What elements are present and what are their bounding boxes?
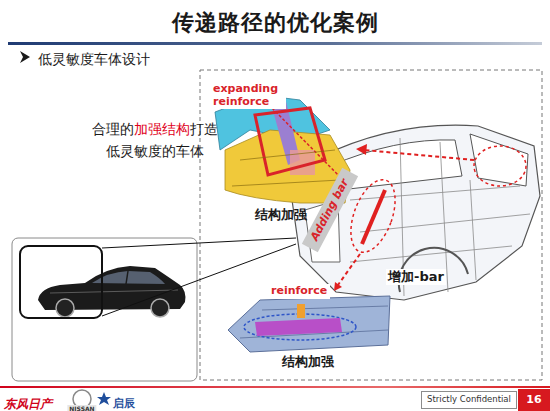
frame-members [350, 138, 530, 296]
arrow-head [356, 144, 367, 155]
label-holder: 东风日产 [4, 393, 52, 411]
reinforce-outline [255, 108, 325, 175]
reinforce-plate [255, 318, 342, 336]
reinforce-line [272, 108, 348, 185]
added-bar [362, 190, 385, 244]
page-number: 16 [526, 394, 541, 407]
label-holder: 低灵敏度的车体 [106, 141, 204, 160]
part-tag: expanding reinforce [210, 82, 286, 109]
floor-part [228, 296, 390, 352]
label-holder: 增加-bar [386, 266, 446, 285]
frame-rear-window [470, 134, 528, 186]
confidential-text: Strictly Confidential [427, 395, 511, 405]
car-wheel [56, 299, 74, 317]
car-highlight [50, 290, 178, 293]
car-wheel [151, 299, 169, 317]
sentence-text: 低灵敏度的车体 [106, 143, 204, 160]
zoom-square [20, 246, 102, 318]
brand-logo-text: NISSAN [67, 405, 96, 411]
title-holder: 传递路径的优化案例 [0, 8, 550, 38]
panel-heading: 结构加强 [282, 355, 334, 370]
brand-name: 启辰 [113, 397, 135, 410]
panel-edge [232, 150, 340, 186]
floor-rail [240, 306, 388, 338]
zoom-line [102, 238, 296, 248]
detail-panel: reinforce 结构加强 [225, 283, 390, 371]
confidential-box: Strictly Confidential [421, 391, 517, 409]
emphasis-text: 加强结构 [134, 121, 190, 138]
callout-ring [474, 146, 526, 186]
page-number-box: 16 [518, 389, 550, 411]
callout-text: 增加-bar [386, 269, 446, 285]
car-photo-box [12, 238, 197, 381]
brand-name: 东风日产 [4, 397, 52, 411]
title-rule [8, 42, 542, 45]
bracket-part [297, 304, 305, 318]
slide-title: 传递路径的优化案例 [172, 8, 379, 38]
callout-arrow [338, 254, 360, 285]
callout-arrow [364, 150, 474, 160]
car-pillar [126, 271, 128, 284]
label-holder: NISSAN [67, 396, 96, 411]
footer-rule [0, 386, 550, 388]
dashed-frame [200, 70, 542, 380]
panel-heading: 结构加强 [255, 208, 307, 223]
part-tag: reinforce [268, 284, 330, 299]
sentence-line: 合理的加强结构打造 [92, 119, 218, 138]
sentence-text: 合理的 [92, 121, 134, 138]
bullet-text: 低灵敏度车体设计 [38, 51, 150, 68]
bullet-arrow [20, 51, 30, 63]
label-holder: 启辰 [113, 392, 135, 411]
arrow-head [334, 282, 342, 291]
label-holder: 低灵敏度车体设计 [38, 49, 150, 68]
sentence-text: 打造 [190, 121, 218, 138]
venucia-logo-star [97, 392, 111, 405]
